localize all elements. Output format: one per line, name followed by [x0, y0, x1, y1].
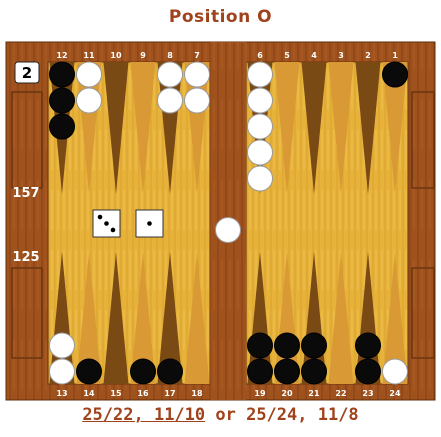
white-checker[interactable] [50, 333, 75, 358]
die-pip [111, 228, 116, 233]
left-field [48, 62, 210, 384]
black-checker[interactable] [248, 333, 273, 358]
black-checker[interactable] [275, 359, 300, 384]
doubling-cube[interactable]: 2 [15, 62, 39, 83]
white-checker[interactable] [50, 359, 75, 384]
black-checker[interactable] [50, 88, 75, 113]
die-pip [98, 215, 103, 220]
die-pip [147, 221, 152, 226]
point-number-17: 17 [164, 389, 175, 398]
bar-white-checker[interactable] [216, 218, 241, 243]
point-number-22: 22 [335, 389, 346, 398]
point-number-23: 23 [362, 389, 373, 398]
point-number-15: 15 [110, 389, 122, 398]
point-number-24: 24 [389, 389, 401, 398]
black-checker[interactable] [131, 359, 156, 384]
point-number-16: 16 [137, 389, 149, 398]
point-number-4: 4 [311, 51, 317, 60]
answer-rest: or 25/24, 11/8 [205, 405, 359, 425]
cube-value: 2 [22, 64, 32, 82]
point-number-13: 13 [56, 389, 67, 398]
point-number-20: 20 [281, 389, 293, 398]
point-number-21: 21 [308, 389, 320, 398]
white-checker[interactable] [248, 88, 273, 113]
point-number-3: 3 [338, 51, 344, 60]
white-checker[interactable] [158, 88, 183, 113]
white-checker[interactable] [77, 88, 102, 113]
black-checker[interactable] [77, 359, 102, 384]
point-number-14: 14 [83, 389, 95, 398]
black-checker[interactable] [50, 62, 75, 87]
white-checker[interactable] [158, 62, 183, 87]
pip-count-top: 157 [12, 186, 39, 201]
answer-caption: 25/22, 11/10 or 25/24, 11/8 [0, 405, 441, 425]
point-number-11: 11 [83, 51, 95, 60]
black-checker[interactable] [356, 333, 381, 358]
black-checker[interactable] [356, 359, 381, 384]
point-number-18: 18 [191, 389, 203, 398]
black-checker[interactable] [248, 359, 273, 384]
point-number-10: 10 [110, 51, 122, 60]
point-number-1: 1 [392, 51, 398, 60]
white-checker[interactable] [185, 62, 210, 87]
black-checker[interactable] [275, 333, 300, 358]
white-checker[interactable] [248, 166, 273, 191]
answer-underlined: 25/22, 11/10 [82, 405, 205, 425]
point-number-2: 2 [365, 51, 371, 60]
die-pip [104, 221, 109, 226]
black-checker[interactable] [302, 359, 327, 384]
black-checker[interactable] [383, 62, 408, 87]
die-1 [93, 210, 120, 237]
point-number-8: 8 [167, 51, 173, 60]
point-number-5: 5 [284, 51, 290, 60]
black-checker[interactable] [158, 359, 183, 384]
white-checker[interactable] [77, 62, 102, 87]
point-number-12: 12 [56, 51, 67, 60]
right-field [246, 62, 408, 384]
point-number-7: 7 [194, 51, 200, 60]
point-number-9: 9 [140, 51, 146, 60]
point-number-19: 19 [254, 389, 266, 398]
pip-count-bottom: 125 [12, 250, 39, 265]
black-checker[interactable] [302, 333, 327, 358]
white-checker[interactable] [185, 88, 210, 113]
white-checker[interactable] [248, 140, 273, 165]
black-checker[interactable] [50, 114, 75, 139]
white-checker[interactable] [248, 62, 273, 87]
white-checker[interactable] [248, 114, 273, 139]
die-2 [136, 210, 163, 237]
point-number-6: 6 [257, 51, 263, 60]
white-checker[interactable] [383, 359, 408, 384]
